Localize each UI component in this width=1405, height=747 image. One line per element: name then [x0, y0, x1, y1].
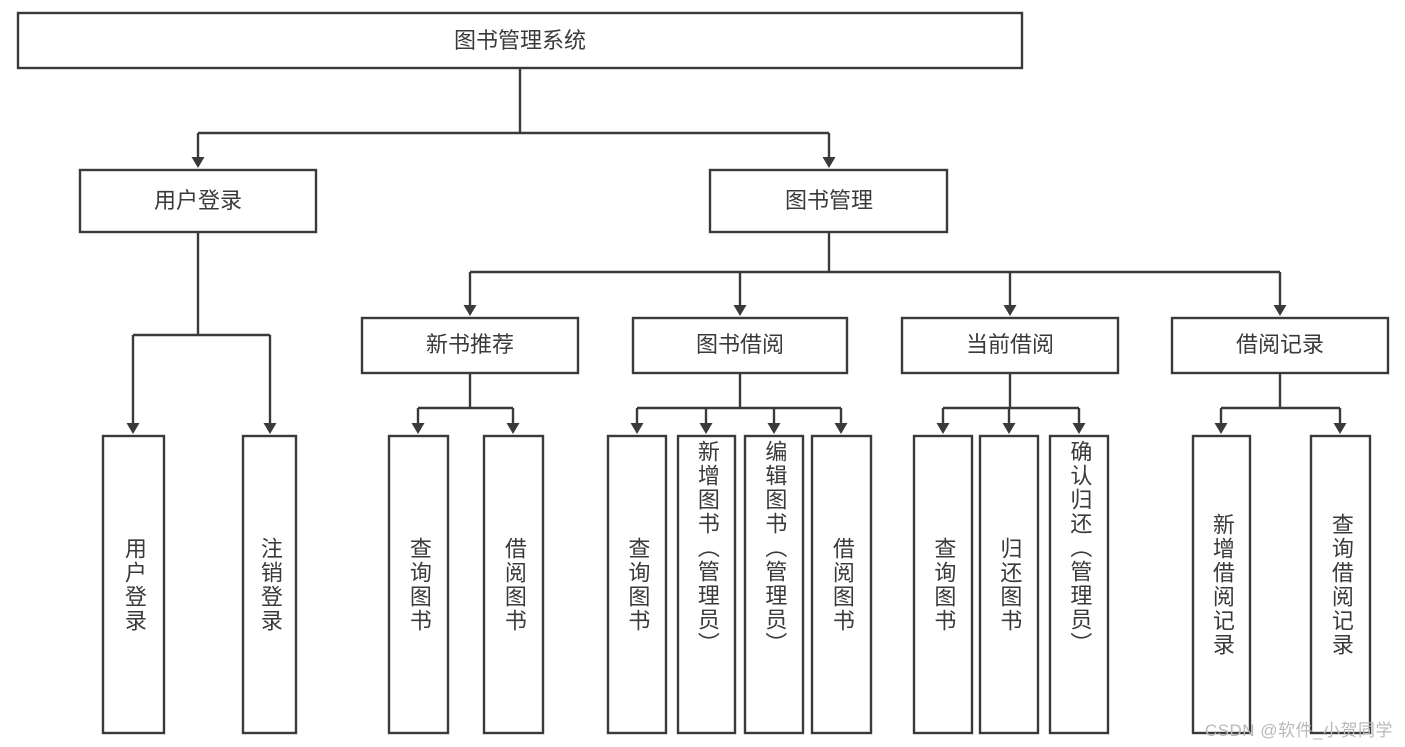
- user-login-label: 用户登录: [154, 188, 242, 213]
- node-user-login[interactable]: 用户登录: [78, 168, 318, 234]
- book-manage-label: 图书管理: [785, 188, 873, 213]
- leaf-box-add-book-admin[interactable]: [676, 434, 737, 735]
- borrow-record-label: 借阅记录: [1236, 332, 1324, 357]
- leaf-box-query-book-current[interactable]: [912, 434, 974, 735]
- leaf-box-user-logout[interactable]: [241, 434, 298, 735]
- new-book-rec-box[interactable]: [360, 316, 580, 375]
- book-borrow-label: 图书借阅: [696, 332, 784, 357]
- node-book-borrow[interactable]: 图书借阅: [631, 316, 849, 375]
- current-borrow-label: 当前借阅: [966, 332, 1054, 357]
- root-label: 图书管理系统: [454, 28, 586, 53]
- leaf-box-query-borrow-record[interactable]: [1309, 434, 1372, 735]
- root-box[interactable]: [16, 11, 1024, 70]
- leaf-box-borrow-book-do[interactable]: [810, 434, 873, 735]
- node-root[interactable]: 图书管理系统: [16, 11, 1024, 70]
- current-borrow-box[interactable]: [900, 316, 1120, 375]
- node-book-manage[interactable]: 图书管理: [708, 168, 949, 234]
- node-new-book-rec[interactable]: 新书推荐: [360, 316, 580, 375]
- leaf-box-query-book-borrow[interactable]: [606, 434, 668, 735]
- leaf-box-user-login-do[interactable]: [101, 434, 166, 735]
- book-borrow-box[interactable]: [631, 316, 849, 375]
- leaf-box-confirm-return-admin[interactable]: [1048, 434, 1110, 735]
- user-login-box[interactable]: [78, 168, 318, 234]
- connector-layer: [126, 68, 1347, 434]
- leaf-box-add-borrow-record[interactable]: [1191, 434, 1252, 735]
- leaf-box-return-book[interactable]: [978, 434, 1040, 735]
- book-manage-box[interactable]: [708, 168, 949, 234]
- leaf-box-query-book-rec[interactable]: [387, 434, 450, 735]
- borrow-record-box[interactable]: [1170, 316, 1390, 375]
- leaf-box-edit-book-admin[interactable]: [743, 434, 805, 735]
- node-current-borrow[interactable]: 当前借阅: [900, 316, 1120, 375]
- node-borrow-record[interactable]: 借阅记录: [1170, 316, 1390, 375]
- leaf-box-borrow-book-rec[interactable]: [482, 434, 545, 735]
- new-book-rec-label: 新书推荐: [426, 332, 514, 357]
- leaf-box-layer: [101, 434, 1372, 735]
